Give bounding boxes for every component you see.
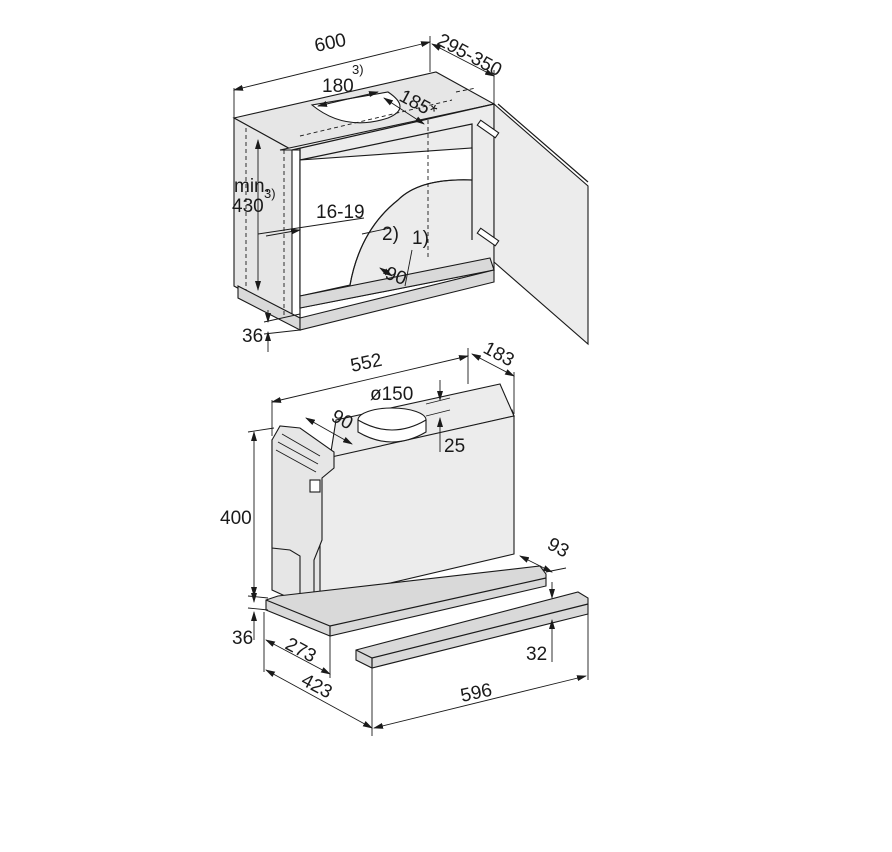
wall-cabinet: [232, 71, 589, 346]
dim-fascia-depth: 93: [544, 534, 573, 562]
hinge-top: [476, 119, 500, 139]
bracket-clip: [309, 479, 321, 493]
dim-cabinet-depth: 295-350: [434, 30, 505, 81]
dim-duct-height: 25: [444, 436, 465, 457]
dim-cutout-width: 180: [322, 76, 354, 97]
dim-cabinet-width: 600: [313, 30, 348, 57]
dim-fascia-width: 596: [459, 680, 494, 707]
duct-ring: [357, 419, 427, 443]
dim-duct-diameter: ø150: [370, 384, 413, 405]
note-cutout-width: 3): [352, 62, 364, 77]
cabinet-plinth-front: [299, 269, 495, 331]
dim-hood-body-depth: 183: [480, 338, 518, 371]
cabinet-dimensions: [233, 36, 495, 352]
cooker-hood: [265, 383, 589, 669]
hood-dimensions: [247, 348, 589, 736]
dim-hood-height: 400: [220, 508, 252, 529]
hood-base: [265, 565, 547, 637]
dim-cabinet-bottom-offset: 36: [242, 326, 263, 347]
dim-panel-thickness: 16-19: [316, 202, 365, 223]
hinge-bottom: [476, 227, 500, 247]
dim-hood-front-offset: 36: [232, 628, 253, 649]
dim-hood-body-width: 552: [349, 350, 384, 377]
dim-depth-inner: 273: [282, 634, 320, 667]
dim-fascia-height: 32: [526, 644, 547, 665]
note-1: 1): [412, 228, 429, 249]
dim-min-height: 430: [232, 196, 264, 217]
dim-min-height-label: min.: [234, 176, 270, 197]
note-min-height: 3): [264, 186, 276, 201]
cabinet-door: [493, 102, 589, 346]
note-2: 2): [382, 224, 399, 245]
